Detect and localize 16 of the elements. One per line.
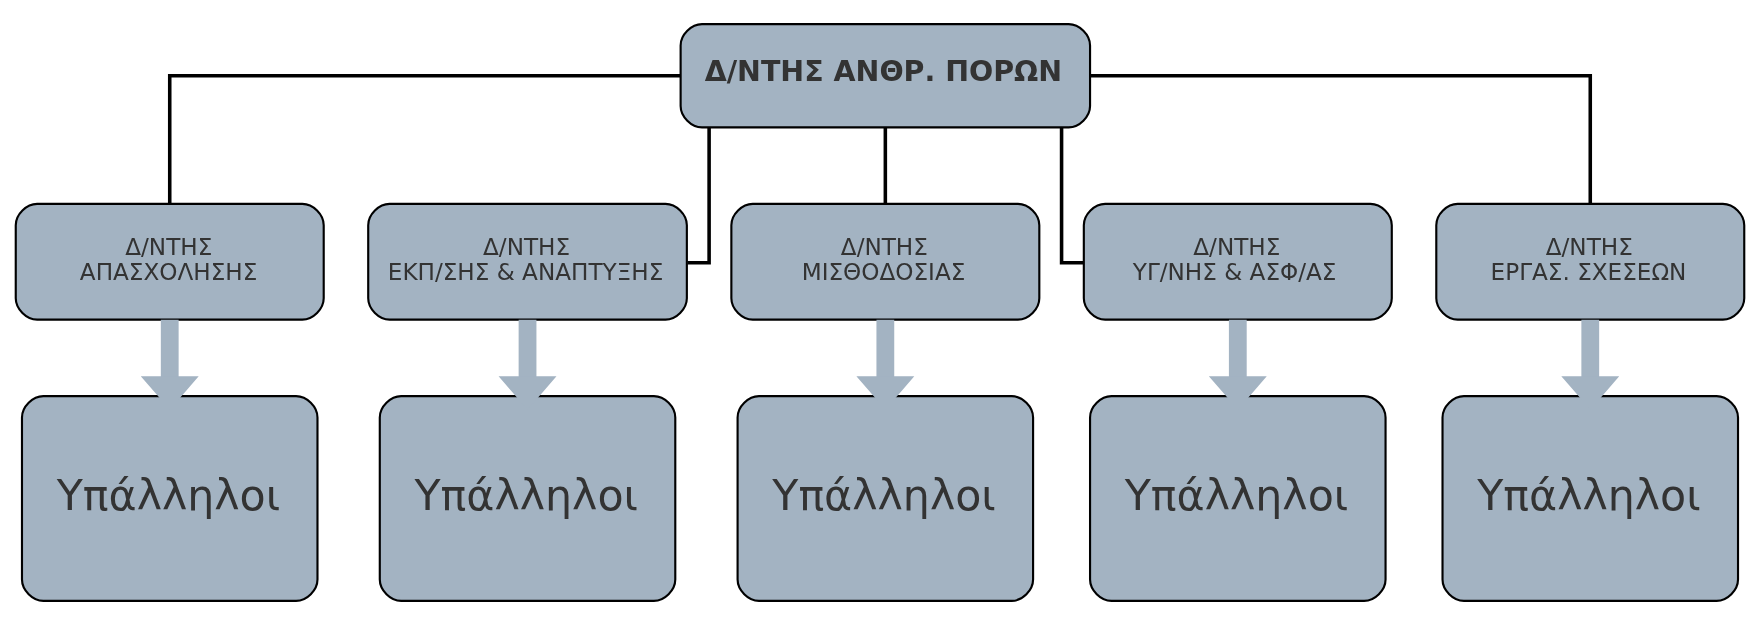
node-box: Υπάλληλοι bbox=[20, 394, 319, 602]
node-box: Δ/ΝΤΗΣ ΕΚΠ/ΣΗΣ & ΑΝΑΠΤΥΞΗΣ bbox=[367, 202, 688, 321]
node-box: Υπάλληλοι bbox=[1441, 394, 1740, 602]
node-box: Δ/ΝΤΗΣ ΥΓ/ΝΗΣ & ΑΣΦ/ΑΣ bbox=[1082, 202, 1393, 321]
connector bbox=[167, 73, 681, 203]
node-box: Υπάλληλοι bbox=[378, 394, 677, 602]
connector bbox=[687, 127, 711, 264]
node-box: Υπάλληλοι bbox=[736, 394, 1035, 602]
node-box: Υπάλληλοι bbox=[1089, 394, 1387, 602]
node-box: Δ/ΝΤΗΣ ΜΙΣΘΟΔΟΣΙΑΣ bbox=[730, 202, 1041, 321]
connector bbox=[1090, 73, 1593, 203]
connector bbox=[883, 127, 888, 204]
node-box: Δ/ΝΤΗΣ ΕΡΓΑΣ. ΣΧΕΣΕΩΝ bbox=[1435, 202, 1746, 321]
connector bbox=[1059, 127, 1084, 264]
node-box: Δ/ΝΤΗΣ ΑΝΘΡ. ΠΟΡΩΝ bbox=[679, 22, 1092, 128]
node-box: Δ/ΝΤΗΣ ΑΠΑΣΧΟΛΗΣΗΣ bbox=[14, 202, 325, 321]
